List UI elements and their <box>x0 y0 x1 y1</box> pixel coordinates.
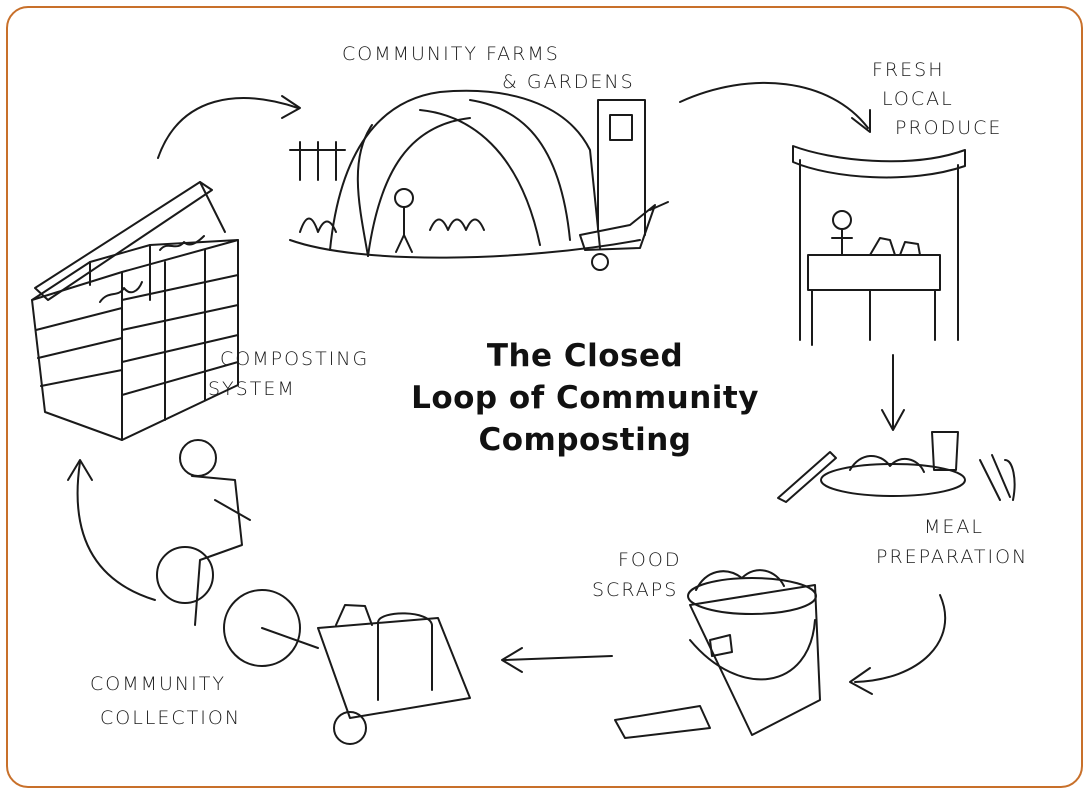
arrow-compost-to-farms <box>157 95 301 159</box>
diagram-title: The Closed Loop of Community Composting <box>395 335 775 461</box>
hoop-house-illustration <box>289 89 669 271</box>
meal-plate-illustration <box>777 431 1016 503</box>
meal-label-line2: PREPARATION <box>876 546 1029 568</box>
meal-label-line1: MEAL <box>924 516 984 538</box>
arrow-scraps-to-collection <box>501 647 613 673</box>
scraps-label-line1: FOOD <box>618 549 682 571</box>
collection-label-line1: COMMUNITY <box>90 673 226 695</box>
arrow-meal-to-scraps <box>849 594 946 695</box>
market-stall-illustration <box>792 145 966 346</box>
bike-collection-illustration <box>156 439 471 745</box>
farms-label-line1: COMMUNITY FARMS <box>342 43 560 65</box>
title-line3: Composting <box>478 422 692 458</box>
scraps-label-line2: SCRAPS <box>592 579 679 601</box>
produce-label-line1: FRESH <box>872 59 945 81</box>
title-line2: Loop of Community <box>411 380 759 416</box>
collection-label-line2: COLLECTION <box>100 707 242 729</box>
arrow-collection-to-compost <box>67 459 156 601</box>
arrow-farms-to-produce <box>679 81 871 133</box>
food-scraps-bucket-illustration <box>614 569 821 739</box>
title-line1: The Closed <box>486 338 684 374</box>
produce-label-line3: PRODUCE <box>895 117 1003 139</box>
composting-label-line1: COMPOSTING <box>220 348 370 370</box>
arrow-produce-to-meal <box>881 354 905 431</box>
produce-label-line2: LOCAL <box>882 88 954 110</box>
composting-label-line2: SYSTEM <box>208 378 296 400</box>
farms-label-line2: & GARDENS <box>502 71 635 93</box>
compost-bins-illustration <box>31 181 239 441</box>
